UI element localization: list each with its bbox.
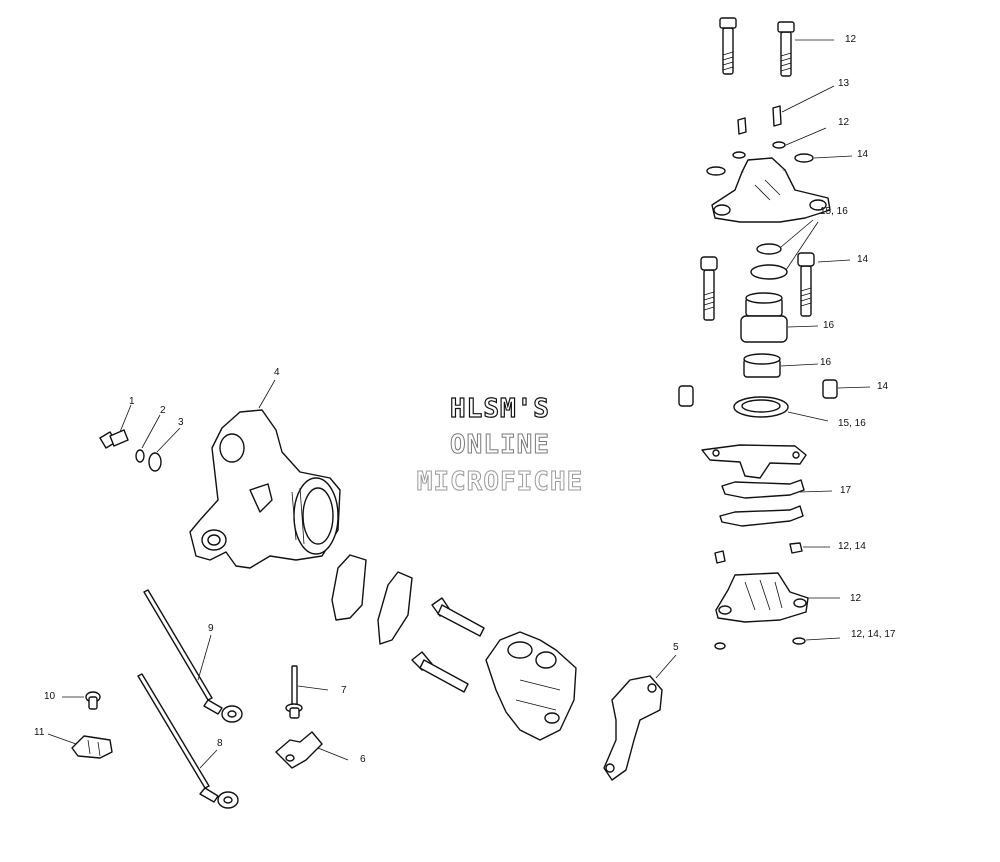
piston-small [743, 353, 781, 378]
callout-15-16-a: 15, 16 [820, 206, 848, 217]
brake-pad-upper [721, 479, 805, 499]
callout-12-14-17: 12, 14, 17 [851, 629, 896, 640]
seal-large [750, 264, 788, 280]
sleeve-right [822, 379, 838, 399]
watermark-line-2: ONLINE [450, 430, 550, 461]
callout-3: 3 [178, 417, 184, 428]
nut-right [792, 637, 806, 645]
caliper-body [485, 631, 577, 741]
seal-small [756, 243, 782, 255]
callout-5: 5 [673, 642, 679, 653]
center-pad-right [377, 571, 413, 645]
guide-pin-lower [411, 651, 469, 693]
nut-left [714, 642, 726, 650]
hose-clamp [275, 731, 323, 769]
bleeder-screw-right [772, 105, 782, 127]
washer-2 [135, 449, 145, 463]
guide-pin-upper [431, 597, 485, 637]
brake-line-8 [137, 673, 239, 809]
callout-14-a: 14 [857, 149, 869, 160]
piston-large [740, 292, 788, 343]
washer-3 [148, 452, 162, 472]
bushing-left [714, 550, 726, 564]
callout-8: 8 [217, 738, 223, 749]
callout-2: 2 [160, 405, 166, 416]
clip-11 [71, 735, 113, 759]
callout-1: 1 [129, 396, 135, 407]
bleeder-screw-left [737, 117, 747, 135]
callout-14-c: 14 [877, 381, 889, 392]
caliper-bolt-right [797, 252, 815, 317]
callout-6: 6 [360, 754, 366, 765]
callout-11: 11 [34, 727, 45, 738]
callout-14-b: 14 [857, 254, 869, 265]
brake-pad-lower [719, 505, 804, 527]
sleeve-left [678, 385, 694, 407]
bushing-right [789, 542, 803, 554]
callout-9: 9 [208, 623, 214, 634]
bolt-7 [285, 665, 303, 719]
pad-bracket [701, 444, 807, 479]
lower-caliper-housing [715, 572, 809, 623]
callout-12-c: 12 [850, 593, 862, 604]
callout-12-14: 12, 14 [838, 541, 866, 552]
callout-16-b: 16 [820, 357, 832, 368]
callout-12-top: 12 [845, 34, 857, 45]
caliper-bolt-left [700, 256, 718, 321]
bolt-1 [99, 429, 129, 449]
callout-10: 10 [44, 691, 56, 702]
watermark-line-1: HLSM'S [449, 393, 550, 424]
callout-13: 13 [838, 78, 850, 89]
callout-16-a: 16 [823, 320, 835, 331]
watermark-line-3: MICROFICHE [416, 467, 584, 498]
callout-12-b: 12 [838, 117, 850, 128]
center-pad-left [331, 554, 367, 621]
callout-17: 17 [840, 485, 852, 496]
brake-line-9 [143, 589, 243, 723]
long-bolt-left [719, 17, 737, 75]
callout-7: 7 [341, 685, 347, 696]
seal-ring [733, 396, 789, 418]
mount-bracket [603, 675, 663, 781]
master-cylinder-housing [711, 157, 831, 223]
caliper-knuckle [189, 409, 341, 569]
callout-15-16-b: 15, 16 [838, 418, 866, 429]
callout-4: 4 [274, 367, 280, 378]
screw-10 [85, 691, 101, 710]
long-bolt-right [777, 21, 795, 77]
